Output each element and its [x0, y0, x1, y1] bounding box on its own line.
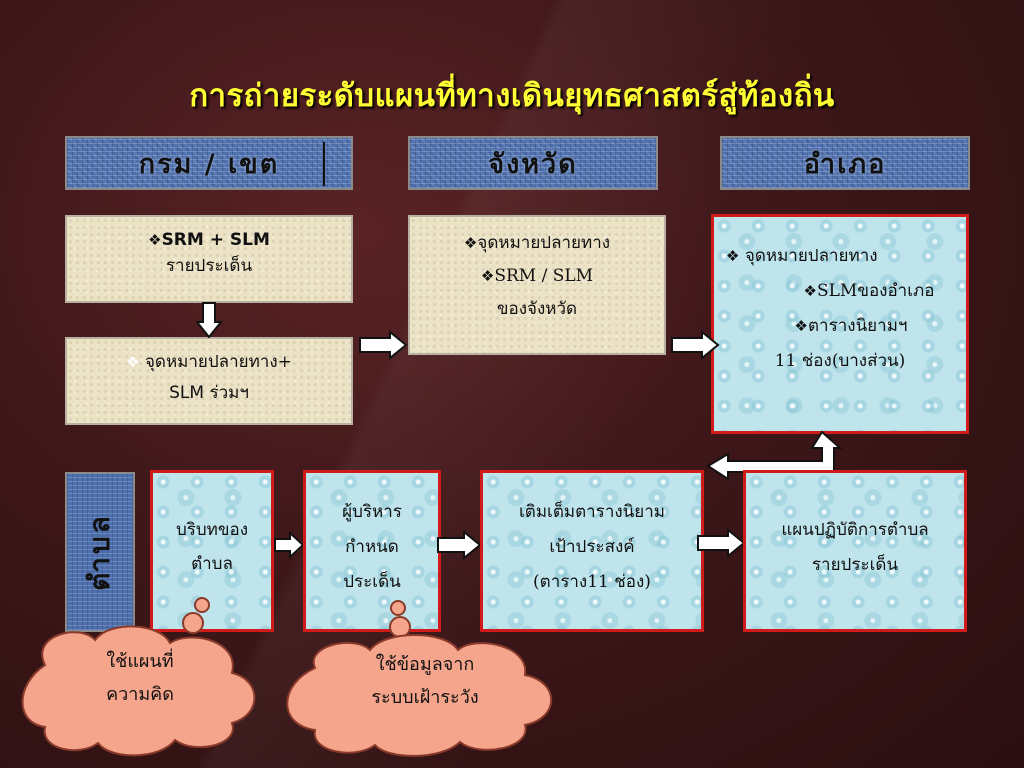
district-line2: SLMของอำเภอ	[816, 280, 935, 301]
fill-definition-table-box: เติมเต็มตารางนิยาม เป้าประสงค์ (ตาราง11 …	[480, 470, 704, 632]
province-line3: ของจังหวัด	[496, 299, 578, 320]
right-arrow-icon	[437, 530, 482, 560]
cloud-right-line2: ระบบเฝ้าระวัง	[371, 687, 479, 709]
province-line2: SRM / SLM	[494, 266, 594, 287]
sub2-line1: ผู้บริหาร	[342, 502, 402, 522]
sub4-line1: แผนปฏิบัติการตำบล	[781, 520, 929, 540]
province-line1: จุดหมายปลายทาง	[477, 233, 611, 253]
subdistrict-context-box: บริบทของ ตำบล	[150, 470, 274, 632]
header-province-label: จังหวัด	[488, 148, 578, 180]
dept-destination-box: ❖ จุดหมายปลายทาง+ SLM ร่วมฯ	[65, 337, 353, 425]
sub1-line1: บริบทของ	[175, 520, 249, 540]
dept-bottom-line2: SLM ร่วมฯ	[169, 382, 249, 403]
right-arrow-icon	[671, 330, 720, 360]
bent-arrow-icon	[706, 430, 843, 481]
cloud-left-text: ใช้แผนที่ ความคิด	[55, 645, 225, 712]
sub2-line3: ประเด็น	[343, 571, 401, 592]
cloud-left-line2: ความคิด	[106, 684, 174, 706]
cloud-right-line1: ใช้ข้อมูลจาก	[375, 654, 475, 675]
sub3-line2: เป้าประสงค์	[549, 536, 635, 557]
district-line4: 11 ช่อง(บางส่วน)	[774, 350, 906, 371]
header-district: อำเภอ	[720, 136, 970, 190]
header-province: จังหวัด	[408, 136, 658, 190]
thought-cloud-right	[286, 600, 553, 757]
diamond-bullet-icon: ❖	[480, 267, 495, 286]
sub3-line1: เติมเต็มตารางนิยาม	[518, 502, 665, 522]
header-subdistrict: ตำบล	[65, 472, 135, 632]
diamond-bullet-icon: ❖	[803, 281, 817, 300]
dept-srm-slm-box: ❖SRM + SLM รายประเด็น	[65, 215, 353, 303]
header-department-label: กรม / เขต	[138, 148, 280, 180]
right-arrow-icon	[274, 530, 305, 560]
district-box: ❖ จุดหมายปลายทาง ❖SLMของอำเภอ ❖ตารางนิยา…	[711, 214, 969, 434]
thought-cloud-left	[21, 597, 256, 757]
sub1-line2: ตำบล	[191, 554, 233, 574]
diamond-bullet-icon: ❖	[794, 316, 808, 335]
diamond-bullet-icon: ❖	[126, 353, 140, 371]
header-subdistrict-label: ตำบล	[83, 513, 116, 591]
right-arrow-icon	[697, 528, 746, 558]
dept-top-line1: SRM + SLM	[161, 230, 270, 250]
header-district-label: อำเภอ	[803, 148, 887, 180]
sub3-line3: (ตาราง11 ช่อง)	[533, 571, 651, 592]
subdistrict-action-plan-box: แผนปฏิบัติการตำบล รายประเด็น	[743, 470, 967, 632]
header-divider	[323, 142, 325, 186]
cloud-left-line1: ใช้แผนที่	[106, 651, 174, 672]
right-arrow-icon	[359, 330, 408, 360]
header-department: กรม / เขต	[65, 136, 353, 190]
diamond-bullet-icon: ❖	[726, 247, 740, 265]
province-box: ❖จุดหมายปลายทาง ❖SRM / SLM ของจังหวัด	[408, 215, 666, 355]
down-arrow-icon	[196, 302, 222, 338]
diamond-bullet-icon: ❖	[148, 231, 162, 249]
dept-bottom-line1: จุดหมายปลายทาง+	[144, 352, 292, 372]
sub4-line2: รายประเด็น	[811, 554, 899, 575]
cloud-right-text: ใช้ข้อมูลจาก ระบบเฝ้าระวัง	[325, 648, 525, 715]
district-line1: จุดหมายปลายทาง	[744, 246, 878, 266]
dept-top-line2: รายประเด็น	[165, 256, 253, 277]
slide-title: การถ่ายระดับแผนที่ทางเดินยุทธศาสตร์สู่ท้…	[189, 78, 835, 114]
district-line3: ตารางนิยามฯ	[808, 315, 908, 336]
sub2-line2: กำหนด	[345, 536, 399, 557]
diamond-bullet-icon: ❖	[463, 234, 478, 252]
